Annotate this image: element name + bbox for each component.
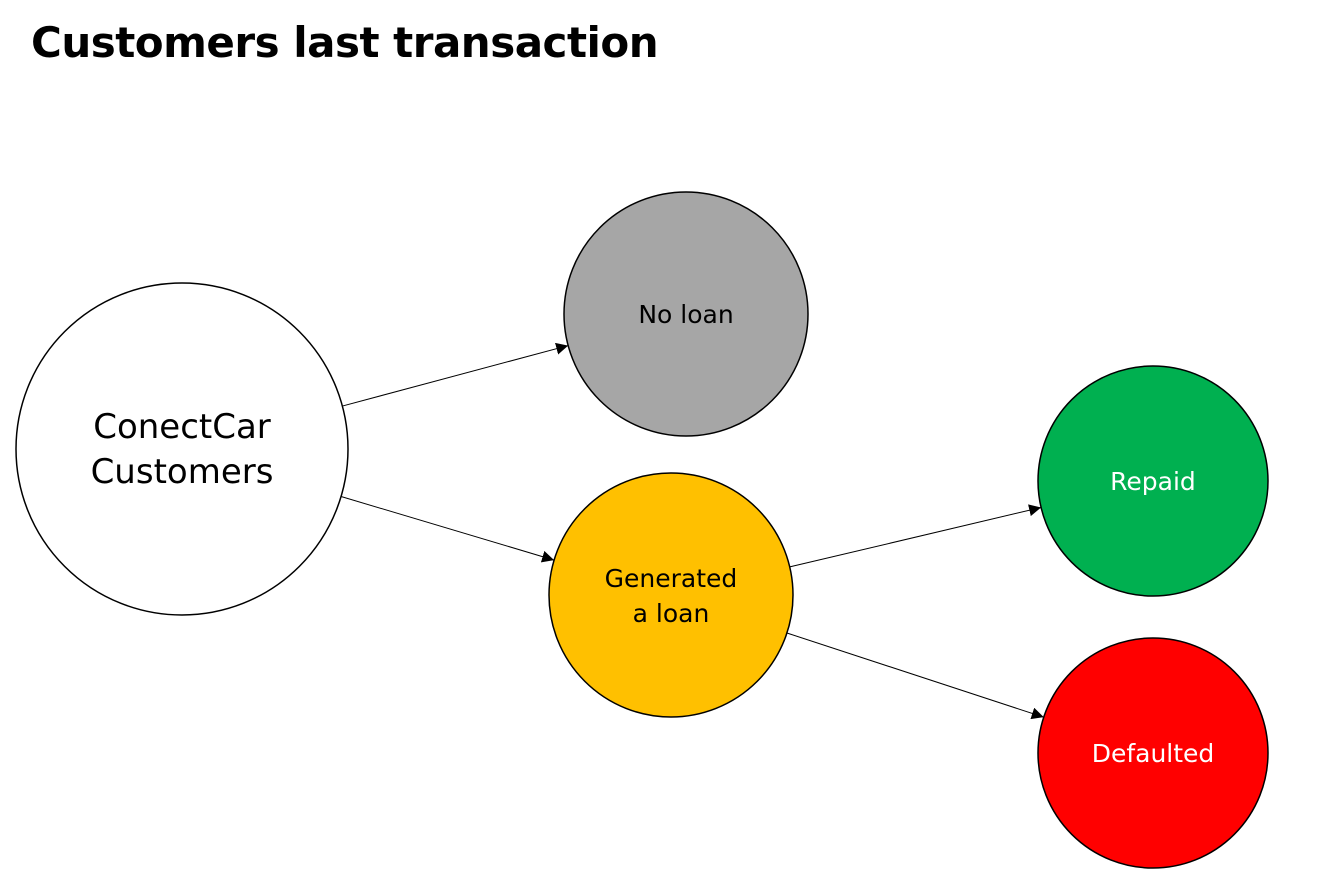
node-label-repaid: Repaid [1110, 467, 1196, 496]
arrow-customers-to-no-loan [342, 342, 569, 407]
node-label-defaulted: Defaulted [1092, 739, 1215, 768]
arrow-generated-loan-to-defaulted [786, 632, 1044, 720]
node-label-customers-line2: Customers [91, 452, 274, 492]
diagram-title: Customers last transaction [31, 18, 659, 67]
node-conectcar-customers: ConectCar Customers [15, 282, 349, 616]
node-defaulted: Defaulted [1037, 637, 1269, 869]
node-label-generated-loan-line2: a loan [633, 599, 710, 628]
node-no-loan: No loan [563, 191, 809, 437]
node-circle-repaid [1037, 365, 1269, 597]
node-label-generated-loan-line1: Generated [605, 564, 738, 593]
node-circle-no-loan [563, 191, 809, 437]
node-generated-loan: Generated a loan [548, 472, 794, 718]
edges-layer [340, 342, 1044, 720]
node-circle-customers [15, 282, 349, 616]
arrow-generated-loan-to-repaid [789, 504, 1042, 568]
node-circle-generated-loan [548, 472, 794, 718]
node-repaid: Repaid [1037, 365, 1269, 597]
node-label-customers-line1: ConectCar [93, 407, 271, 447]
node-label-no-loan: No loan [638, 300, 733, 329]
arrow-customers-to-generated-loan [340, 496, 555, 563]
node-circle-defaulted [1037, 637, 1269, 869]
